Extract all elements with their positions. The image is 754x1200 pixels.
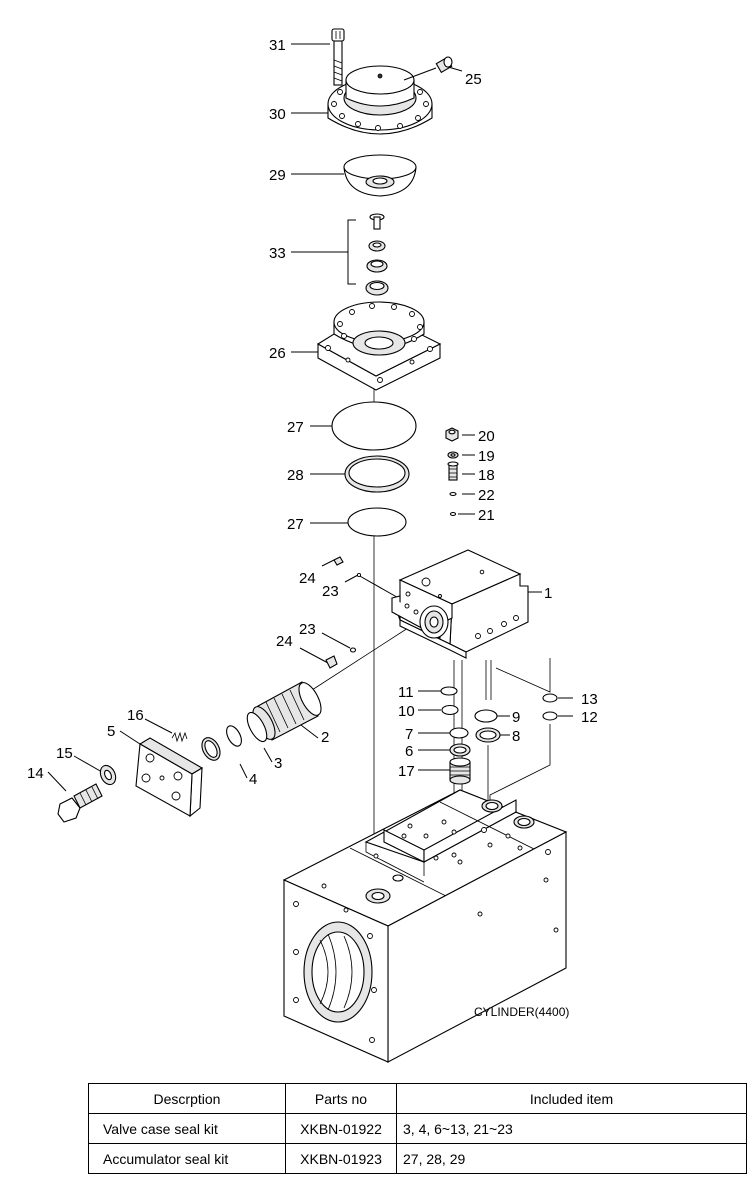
callout-18: 18 (478, 467, 495, 484)
callout-7: 7 (405, 726, 413, 743)
cylinder-block (282, 789, 568, 1063)
part-13-o-ring (542, 693, 558, 703)
callout-24-upper: 24 (299, 570, 316, 587)
cell-parts-no: XKBN-01923 (285, 1143, 397, 1174)
cell-parts-no: XKBN-01922 (285, 1113, 397, 1144)
part-8-ring (475, 727, 501, 743)
part-16-spring (171, 731, 188, 743)
table-header-row: Descrption Parts no Included item (88, 1083, 747, 1114)
callout-14: 14 (27, 765, 44, 782)
part-26-body (316, 301, 442, 391)
part-18-plug (447, 461, 459, 481)
callout-27: 27 (287, 419, 304, 436)
part-32-valve-set (365, 213, 389, 296)
part-21-o-ring (449, 511, 457, 517)
part-30-cover (327, 65, 437, 135)
callout-3: 3 (274, 755, 282, 772)
callout-28: 27 (287, 516, 304, 533)
cell-description: Valve case seal kit (88, 1113, 286, 1144)
part-24-plug-upper (333, 556, 344, 566)
cell-included-item: 27, 28, 29 (396, 1143, 747, 1174)
callout-10: 10 (398, 703, 415, 720)
callout-29: 28 (287, 467, 304, 484)
part-4-ring (201, 737, 221, 761)
callout-12: 12 (581, 709, 598, 726)
callout-2: 2 (321, 729, 329, 746)
part-31-diaphragm (343, 154, 417, 197)
part-17-check-valve (449, 757, 471, 785)
part-23-o-ring-lower (349, 647, 357, 653)
seal-kit-table: Descrption Parts no Included item Valve … (88, 1083, 747, 1174)
part-23-o-ring-upper (356, 572, 362, 578)
callout-23-lower: 23 (299, 621, 316, 638)
part-9-ring (474, 709, 498, 723)
part-5-plate (135, 737, 204, 818)
callout-20: 20 (478, 428, 495, 445)
callout-21: 21 (478, 507, 495, 524)
callout-5: 5 (107, 723, 115, 740)
part-28-seal (347, 507, 407, 537)
part-24-plug-lower (325, 655, 338, 669)
part-25-plug (435, 56, 453, 74)
cell-included-item: 3, 4, 6~13, 21~23 (396, 1113, 747, 1144)
part-2-spool (246, 681, 322, 743)
part-6-ring (449, 743, 471, 757)
callout-24-lower: 24 (276, 633, 293, 650)
table-row: Accumulator seal kit XKBN-01923 27, 28, … (88, 1143, 747, 1174)
callout-13: 13 (581, 691, 598, 708)
callout-6: 6 (405, 743, 413, 760)
callout-19: 19 (478, 448, 495, 465)
callout-30: 30 (269, 106, 286, 123)
callout-8: 8 (512, 728, 520, 745)
callout-16: 16 (127, 707, 144, 724)
cell-description: Accumulator seal kit (88, 1143, 286, 1174)
part-15-washer (99, 764, 117, 786)
callout-4: 4 (249, 771, 257, 788)
callout-22: 22 (478, 487, 495, 504)
part-20-nut (445, 427, 459, 442)
part-14-hex-bolt (57, 783, 103, 823)
part-7-o-ring (449, 727, 469, 739)
callout-17: 17 (398, 763, 415, 780)
part-12-o-ring (542, 711, 558, 721)
part-33-bolt (331, 28, 345, 86)
part-3-ring (226, 725, 242, 747)
table-row: Valve case seal kit XKBN-01922 3, 4, 6~1… (88, 1113, 747, 1144)
callout-25: 25 (465, 71, 482, 88)
cylinder-caption: CYLINDER(4400) (474, 1005, 569, 1019)
callout-11: 11 (398, 684, 414, 701)
part-29-seal (344, 455, 410, 493)
part-1-valve-case (391, 549, 529, 659)
exploded-parts-diagram: 31 25 30 29 33 26 27 28 27 20 19 18 22 2… (27, 28, 598, 1063)
callout-31: 29 (269, 167, 286, 184)
callout-32: 33 (269, 245, 286, 262)
part-10-o-ring (441, 704, 459, 716)
header-description: Descrption (88, 1083, 286, 1114)
part-27-seal (331, 401, 417, 451)
callout-9: 9 (512, 709, 520, 726)
header-included-item: Included item (396, 1083, 747, 1114)
callout-33: 31 (269, 37, 286, 54)
header-parts-no: Parts no (285, 1083, 397, 1114)
part-11-o-ring (440, 686, 458, 696)
callout-1: 1 (544, 585, 552, 602)
callout-labels: 31 25 30 29 33 26 27 28 27 20 19 18 22 2… (27, 37, 598, 1019)
callout-26: 26 (269, 345, 286, 362)
part-19-washer (447, 451, 459, 459)
part-22-o-ring (449, 491, 457, 497)
callout-23-upper: 23 (322, 583, 339, 600)
callout-15: 15 (56, 745, 73, 762)
